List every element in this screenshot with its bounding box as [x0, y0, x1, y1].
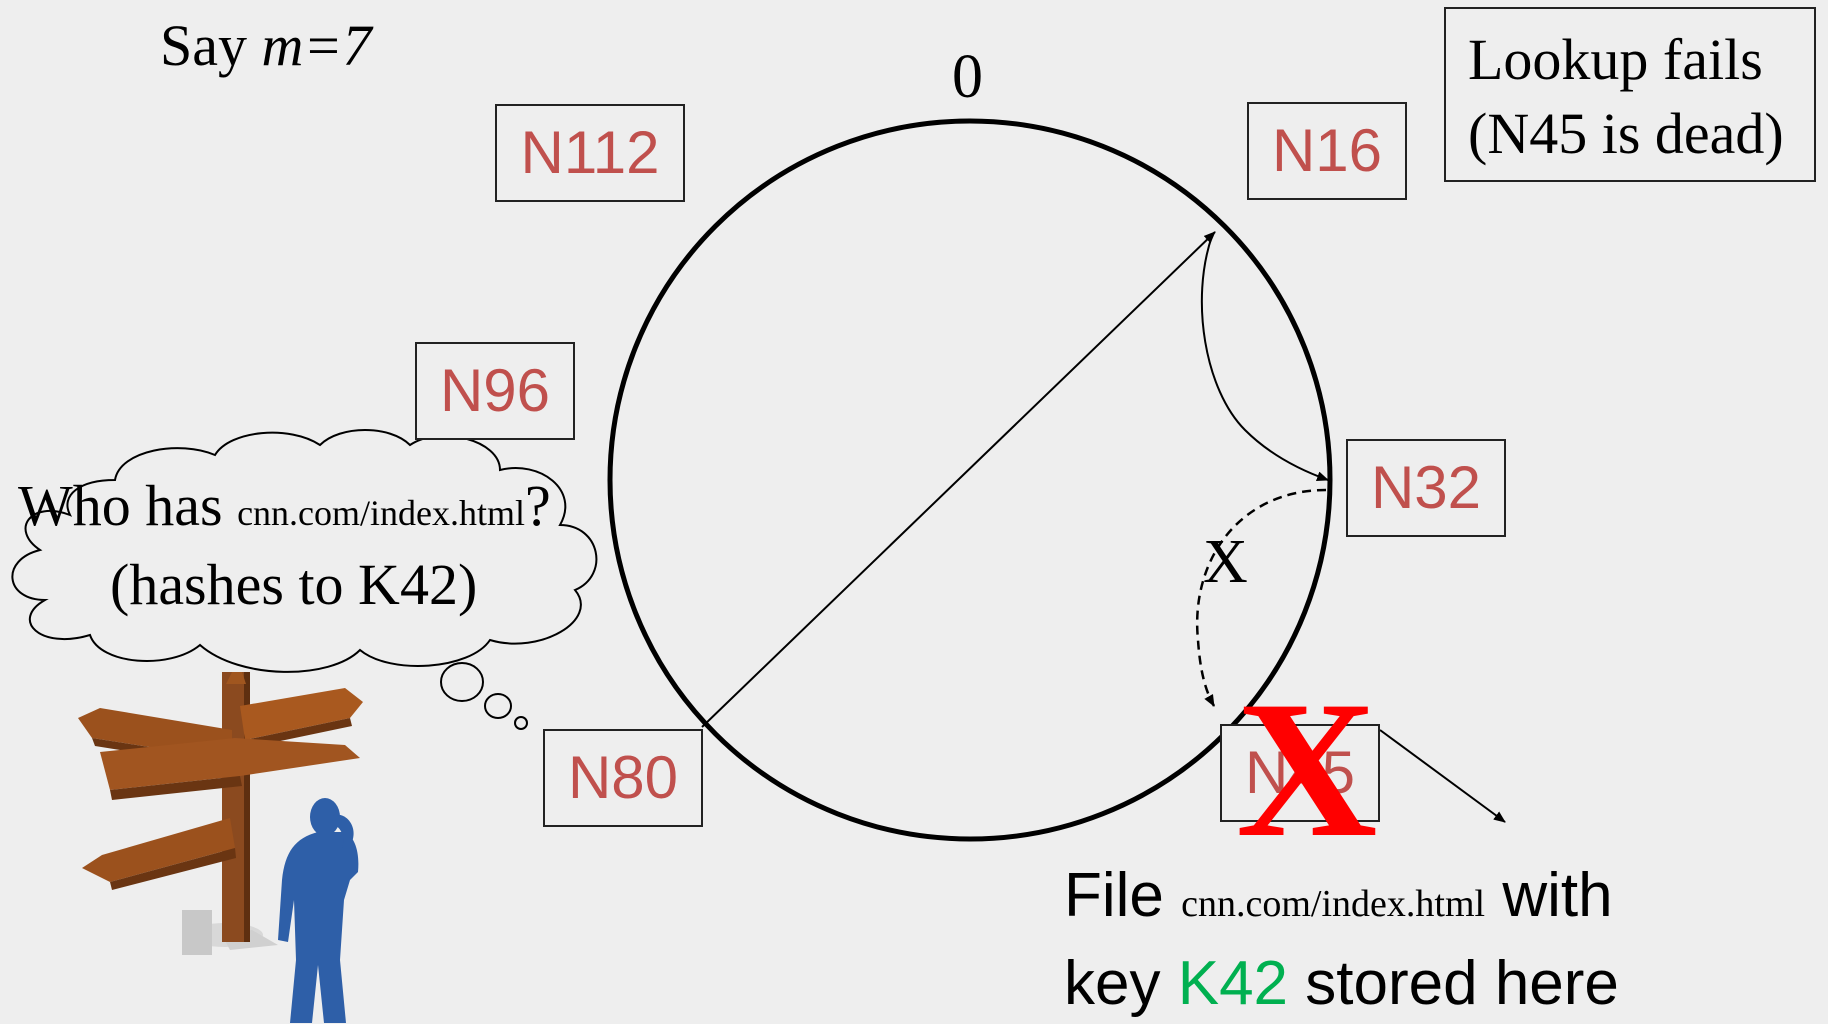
node-n32: N32	[1346, 439, 1506, 537]
file-word: File	[1064, 861, 1182, 930]
chord-ring	[607, 118, 1333, 842]
file-with: with	[1485, 861, 1613, 930]
file-note-line-1: File cnn.com/index.html with	[1064, 856, 1619, 944]
finger-arrow-n80-to-n16	[701, 231, 1216, 728]
thought-suffix: ?	[525, 473, 551, 538]
file-note-line-2: key K42 stored here	[1064, 944, 1619, 1024]
node-n112: N112	[495, 104, 685, 202]
say-var: m	[261, 13, 304, 78]
lookup-fails-callout: Lookup fails (N45 is dead)	[1444, 7, 1816, 182]
file-key-suffix: stored here	[1288, 949, 1619, 1018]
thought-url: cnn.com/index.html	[237, 493, 526, 533]
failed-arrow-n32-to-n45	[1195, 488, 1327, 707]
file-key-prefix: key	[1064, 949, 1178, 1018]
node-n80: N80	[543, 729, 703, 827]
say-m-label: Say m=7	[160, 12, 372, 79]
dead-node-mark: X	[1236, 661, 1378, 878]
person-on-phone-icon	[278, 798, 359, 1023]
file-url: cnn.com/index.html	[1181, 883, 1486, 925]
finger-arrow-n16-to-n32	[1200, 235, 1329, 482]
node-n16: N16	[1247, 102, 1407, 200]
thought-prefix: Who has	[18, 473, 238, 538]
file-note: File cnn.com/index.html with key K42 sto…	[1064, 856, 1619, 1024]
arrow-n45-to-file	[1379, 729, 1506, 823]
lookup-line-2: (N45 is dead)	[1468, 101, 1784, 166]
say-eq: =7	[303, 13, 372, 78]
thought-line-1: Who has cnn.com/index.html?	[18, 472, 551, 539]
lookup-line-1: Lookup fails	[1468, 27, 1763, 92]
thought-line-2: (hashes to K42)	[110, 552, 478, 617]
failed-link-x-label: X	[1203, 528, 1248, 596]
signpost-icon	[78, 672, 363, 955]
say-prefix: Say	[160, 13, 262, 78]
ring-zero-label: 0	[952, 43, 983, 111]
node-n96: N96	[415, 342, 575, 440]
thought-cloud-icon	[11, 429, 598, 730]
node-n45: N45	[1220, 724, 1380, 822]
file-key: K42	[1177, 949, 1289, 1018]
